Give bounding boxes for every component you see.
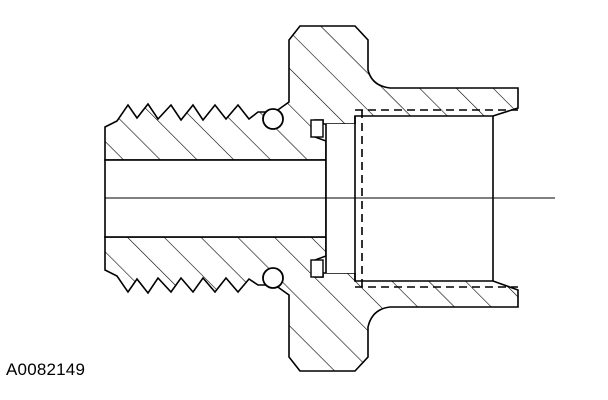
figure-id-label: A0082149 [6,360,86,379]
o-ring-bottom [262,267,284,289]
o-ring-top [262,108,284,130]
step-ledges [310,119,324,278]
